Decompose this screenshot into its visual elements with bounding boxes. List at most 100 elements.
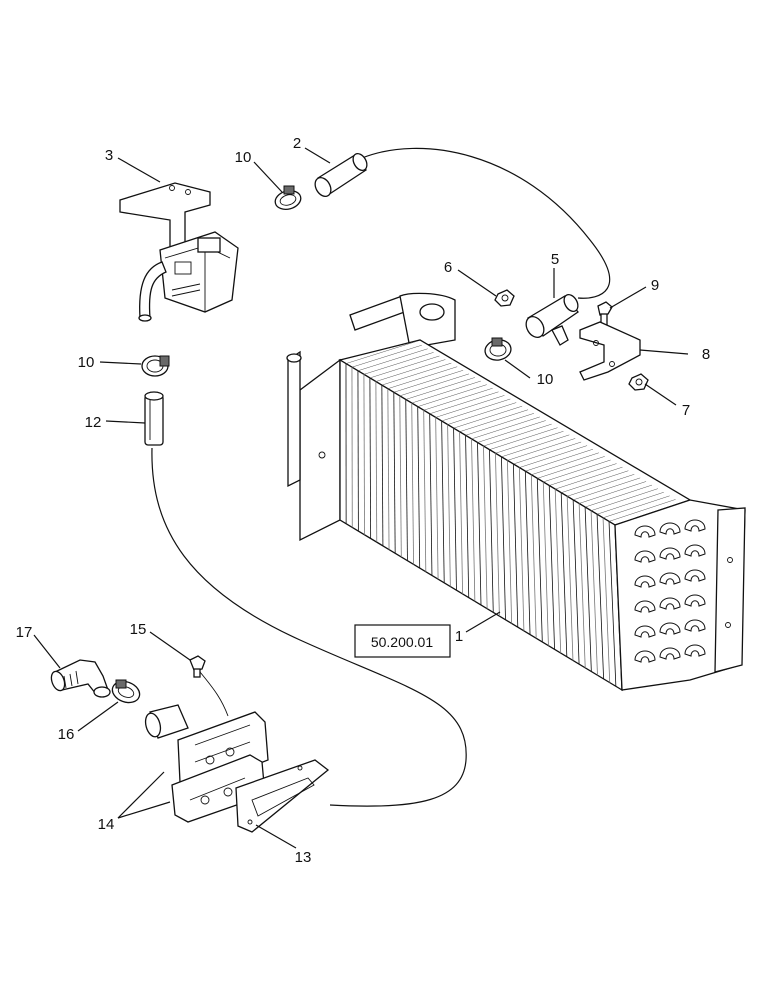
core-tube-end — [684, 519, 706, 532]
heater-core-1 — [286, 292, 746, 692]
core-tube-end — [659, 547, 681, 560]
core-tube-end — [659, 597, 681, 610]
core-fin-top — [531, 452, 599, 476]
core-fin — [578, 503, 586, 668]
core-fin — [429, 413, 433, 576]
core-tube-end — [634, 575, 656, 588]
core-fin — [584, 507, 592, 672]
core-fin — [518, 467, 525, 631]
core-tube-end — [634, 625, 656, 638]
core-fin-top — [393, 370, 464, 393]
callout-14: 14 — [98, 816, 115, 833]
nut-6 — [494, 289, 515, 307]
core-fin-top — [363, 352, 434, 375]
core-fin-top — [585, 484, 653, 508]
hose-segment-2 — [314, 152, 368, 197]
nut-7 — [628, 373, 649, 391]
callout-6: 6 — [444, 259, 452, 276]
core-tube-end — [634, 650, 656, 663]
core-fin-top — [519, 445, 588, 468]
core-fin — [471, 438, 476, 602]
core-tube-end — [684, 644, 706, 657]
core-fin-top — [537, 456, 605, 479]
core-fin-top — [579, 481, 647, 504]
core-fin-top — [453, 405, 523, 429]
core-fin — [369, 377, 372, 539]
core-fin — [417, 406, 421, 569]
core-tube-end — [659, 522, 681, 535]
callout-7: 7 — [682, 402, 690, 419]
core-fin-top — [591, 488, 658, 511]
core-fin — [381, 385, 384, 546]
gasket-13 — [235, 759, 330, 833]
core-fin-top — [525, 448, 594, 472]
core-fin-top — [429, 391, 499, 415]
callout-1: 1 — [455, 628, 463, 645]
core-fin — [405, 399, 408, 561]
hose-line-top — [361, 147, 611, 299]
core-fin — [512, 464, 519, 628]
core-fin-top — [495, 431, 564, 454]
hose-line-15 — [199, 671, 229, 717]
hose-line-lower — [151, 447, 467, 807]
hose-clamp-top — [274, 185, 302, 210]
housing-14 — [171, 711, 269, 823]
core-fin-top — [411, 380, 481, 404]
core-fin — [495, 453, 500, 617]
core-fin-top — [387, 366, 458, 389]
hose-segment-lower — [144, 704, 189, 739]
hose-clamp-16 — [111, 679, 141, 704]
core-fin-top — [351, 344, 422, 368]
bolt-9 — [597, 301, 613, 329]
core-fin-top — [405, 377, 475, 400]
core-fin — [530, 474, 537, 639]
core-fin — [465, 435, 470, 598]
core-tube-end — [684, 544, 706, 557]
core-tube-end — [659, 572, 681, 585]
core-tube-end — [684, 569, 706, 582]
core-fin — [608, 521, 617, 687]
callout-labels: 1 2 3 5 6 7 8 9 10 10 10 12 13 14 15 16 … — [16, 135, 711, 866]
core-fin-top — [357, 348, 428, 371]
core-tube-end — [684, 594, 706, 607]
core-fin-top — [567, 474, 635, 497]
core-fin — [477, 442, 482, 606]
callout-3: 3 — [105, 147, 113, 164]
core-fin-top — [507, 438, 576, 461]
callout-13: 13 — [295, 849, 312, 866]
core-tube-end — [659, 647, 681, 660]
callout-12: 12 — [85, 414, 102, 431]
core-fin-top — [471, 416, 540, 440]
core-fin — [441, 420, 445, 583]
core-fin-top — [381, 362, 452, 386]
core-fin — [483, 446, 488, 609]
reference-box: 50.200.01 — [354, 624, 451, 658]
core-fin-top — [573, 477, 641, 501]
core-fin-top — [369, 355, 440, 379]
core-fin — [572, 499, 580, 665]
sensor-valve-5 — [525, 293, 579, 346]
core-fin-top — [513, 441, 582, 465]
core-fin-top — [596, 492, 664, 515]
core-fin-top — [483, 423, 552, 447]
core-fin-top — [345, 341, 416, 364]
elbow-fitting-17 — [50, 659, 111, 698]
core-fin — [411, 403, 414, 565]
core-fin — [596, 514, 605, 679]
core-fin — [590, 510, 598, 676]
core-fin — [435, 417, 439, 580]
core-fin — [447, 424, 451, 587]
core-fin-top — [501, 434, 570, 458]
core-fin — [399, 395, 402, 557]
callout-5: 5 — [551, 251, 559, 268]
core-tube-end — [634, 600, 656, 613]
core-fin — [387, 388, 390, 550]
hose-clamp-right — [484, 337, 512, 361]
core-fin — [542, 481, 549, 646]
callout-10-left: 10 — [78, 354, 95, 371]
core-fin-top — [375, 359, 446, 382]
core-fin — [393, 392, 396, 554]
core-fin — [453, 428, 457, 591]
core-fin — [501, 456, 506, 620]
